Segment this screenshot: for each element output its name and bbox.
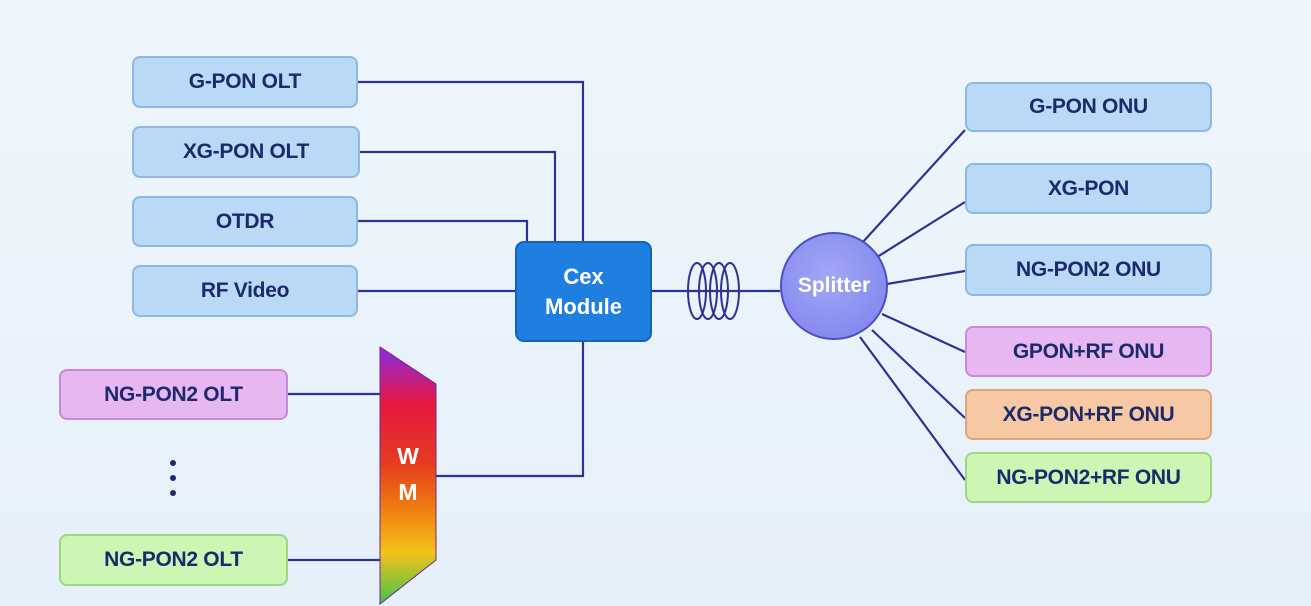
wm-label-line2: M	[398, 479, 418, 505]
ngpon2-onu-box: NG-PON2 ONU	[965, 244, 1212, 296]
xgpon-onu-box: XG-PON	[965, 163, 1212, 214]
xgpon-rf-onu-box: XG-PON+RF ONU	[965, 389, 1212, 440]
wm-label: W M	[380, 438, 436, 510]
gpon-rf-onu-box: GPON+RF ONU	[965, 326, 1212, 377]
wm-label-line1: W	[397, 443, 419, 469]
cex-module-box: Cex Module	[515, 241, 652, 342]
gpon-olt-box: G-PON OLT	[132, 56, 358, 108]
wm-multiplexer-shape	[379, 346, 437, 606]
otdr-box: OTDR	[132, 196, 358, 247]
wire-xgpon-olt	[360, 150, 557, 241]
wire-gpon-olt	[358, 80, 585, 241]
wire-splitter-gpon-onu	[861, 129, 966, 244]
fiber-coil-icon	[687, 262, 740, 320]
splitter-node: Splitter	[780, 232, 888, 340]
ngpon2-olt-top-box: NG-PON2 OLT	[59, 369, 288, 420]
rf-video-box: RF Video	[132, 265, 358, 317]
wire-splitter-ngpon2-rf	[859, 336, 966, 481]
ellipsis-icon	[166, 460, 180, 496]
splitter-label: Splitter	[797, 274, 871, 297]
ngpon2-olt-bottom-box: NG-PON2 OLT	[59, 534, 288, 586]
ngpon2-rf-onu-box: NG-PON2+RF ONU	[965, 452, 1212, 503]
wire-splitter-xgpon	[873, 201, 966, 260]
xgpon-olt-box: XG-PON OLT	[132, 126, 360, 178]
wire-splitter-ngpon2-onu	[886, 269, 966, 286]
cex-module-line2: Module	[545, 293, 622, 319]
wire-wm-to-cex	[436, 342, 585, 478]
wire-otdr	[358, 219, 529, 241]
cex-module-line1: Cex	[563, 263, 604, 289]
gpon-onu-box: G-PON ONU	[965, 82, 1212, 132]
wire-splitter-gpon-rf	[881, 312, 966, 354]
wire-splitter-xgpon-rf	[871, 329, 966, 419]
